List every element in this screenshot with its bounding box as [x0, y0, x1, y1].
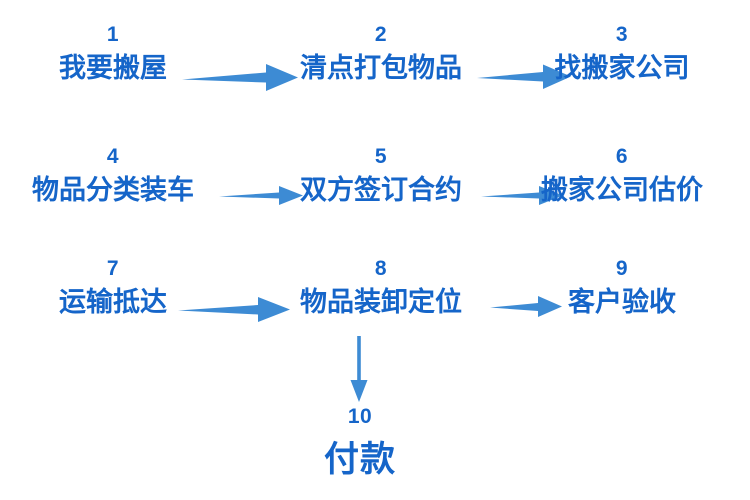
step-label: 我要搬屋	[59, 53, 167, 83]
arrow-8-to-9-icon	[490, 294, 562, 320]
step-label: 搬家公司估价	[541, 175, 703, 205]
arrow-4-to-5-icon	[219, 184, 303, 208]
step-label: 清点打包物品	[300, 53, 462, 83]
step-number: 9	[615, 257, 629, 280]
arrow-2-to-3-icon	[477, 62, 571, 92]
step-node-1[interactable]: 1 我要搬屋	[59, 24, 167, 85]
step-node-2[interactable]: 2 清点打包物品	[300, 24, 462, 85]
step-number: 10	[347, 405, 373, 428]
step-node-3[interactable]: 3 找搬家公司	[555, 24, 690, 85]
step-number: 5	[374, 145, 388, 168]
arrow-5-to-6-icon	[481, 184, 563, 208]
step-number: 2	[374, 23, 388, 46]
step-number: 1	[106, 23, 120, 46]
step-node-6[interactable]: 6 搬家公司估价	[541, 146, 703, 207]
step-number: 6	[615, 145, 629, 168]
step-label: 物品装卸定位	[300, 287, 462, 317]
step-label: 双方签订合约	[300, 175, 462, 205]
step-label: 运输抵达	[59, 287, 167, 317]
step-number: 7	[106, 257, 120, 280]
step-label: 付款	[323, 440, 397, 479]
step-label: 找搬家公司	[554, 53, 690, 83]
step-number: 3	[615, 23, 629, 46]
arrow-8-to-10-icon	[346, 336, 372, 402]
step-node-7[interactable]: 7 运输抵达	[59, 258, 167, 319]
step-node-9[interactable]: 9 客户验收	[568, 258, 676, 319]
arrow-7-to-8-icon	[178, 295, 290, 325]
step-number: 8	[374, 257, 388, 280]
step-label: 客户验收	[568, 287, 676, 317]
step-node-10[interactable]: 10 付款	[324, 406, 396, 480]
step-node-4[interactable]: 4 物品分类装车	[32, 146, 194, 207]
step-label: 物品分类装车	[32, 175, 194, 205]
step-number: 4	[106, 145, 120, 168]
step-node-8[interactable]: 8 物品装卸定位	[300, 258, 462, 319]
arrow-1-to-2-icon	[182, 62, 298, 94]
step-node-5[interactable]: 5 双方签订合约	[300, 146, 462, 207]
